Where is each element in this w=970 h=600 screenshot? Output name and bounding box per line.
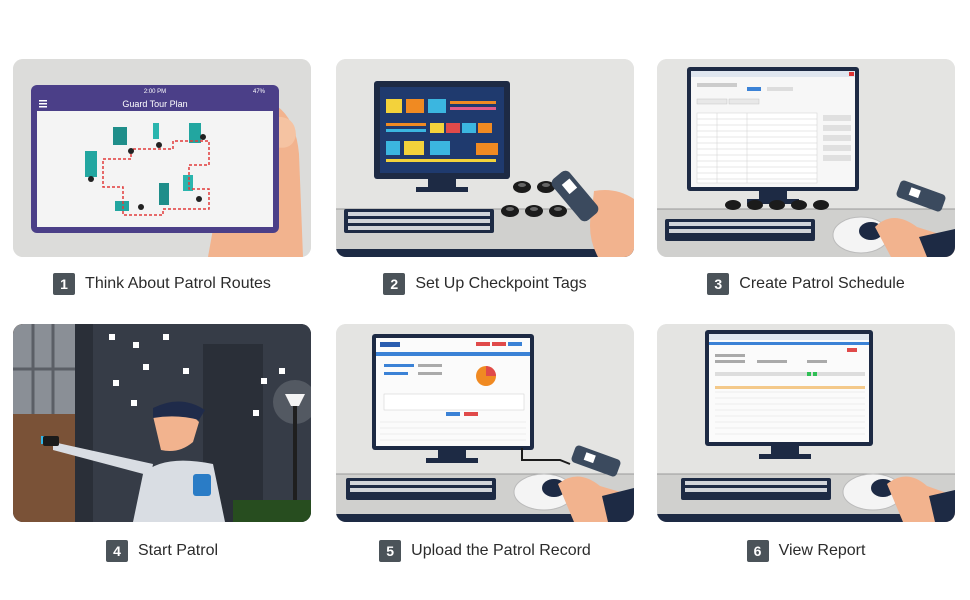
step-6-number-badge: 6 bbox=[746, 540, 769, 562]
step-5-label: Upload the Patrol Record bbox=[411, 542, 591, 559]
step-3-caption: 3 Create Patrol Schedule bbox=[657, 271, 955, 297]
route-map bbox=[85, 123, 210, 216]
step-6-caption: 6 View Report bbox=[657, 538, 955, 564]
step-1-label: Think About Patrol Routes bbox=[85, 275, 271, 292]
keyboard-icon bbox=[665, 219, 815, 241]
tablet-battery: 47% bbox=[253, 89, 266, 95]
step-3-illustration bbox=[657, 59, 955, 257]
patrol-reader-icon bbox=[896, 180, 946, 212]
step-1-number-badge: 1 bbox=[53, 273, 76, 295]
patrol-reader-icon bbox=[551, 170, 599, 222]
step-1-illustration: 2:00 PM 47% Guard Tour Plan bbox=[13, 59, 311, 257]
step-2-label: Set Up Checkpoint Tags bbox=[415, 275, 587, 292]
checkpoint-tags bbox=[501, 181, 567, 217]
step-6-label: View Report bbox=[778, 542, 866, 559]
step-2-number-badge: 2 bbox=[383, 273, 406, 295]
keyboard-icon bbox=[681, 478, 831, 500]
step-5-caption: 5 Upload the Patrol Record bbox=[336, 538, 634, 564]
street-lamp-icon bbox=[273, 380, 311, 522]
step-4-illustration bbox=[13, 324, 311, 522]
patrol-reader-icon bbox=[571, 445, 621, 477]
step-3-number-badge: 3 bbox=[707, 273, 730, 295]
mouse-icon bbox=[513, 473, 575, 511]
security-guard-figure bbox=[43, 401, 225, 522]
keyboard-icon bbox=[346, 478, 496, 500]
step-4-label: Start Patrol bbox=[137, 542, 219, 559]
step-5-number-badge: 5 bbox=[379, 540, 402, 562]
tablet-time: 2:00 PM bbox=[144, 89, 166, 95]
step-3-label: Create Patrol Schedule bbox=[739, 275, 905, 292]
menu-icon bbox=[39, 100, 47, 108]
step-6-illustration bbox=[657, 324, 955, 522]
step-5-illustration bbox=[336, 324, 634, 522]
checkpoint-tags bbox=[725, 200, 829, 210]
tablet-title: Guard Tour Plan bbox=[122, 99, 187, 109]
step-1-caption: 1 Think About Patrol Routes bbox=[13, 271, 311, 297]
keyboard-icon bbox=[344, 209, 494, 233]
step-4-number-badge: 4 bbox=[105, 540, 128, 562]
step-2-caption: 2 Set Up Checkpoint Tags bbox=[336, 271, 634, 297]
mouse-icon bbox=[832, 216, 890, 254]
step-4-caption: 4 Start Patrol bbox=[13, 538, 311, 564]
step-2-illustration bbox=[336, 59, 634, 257]
